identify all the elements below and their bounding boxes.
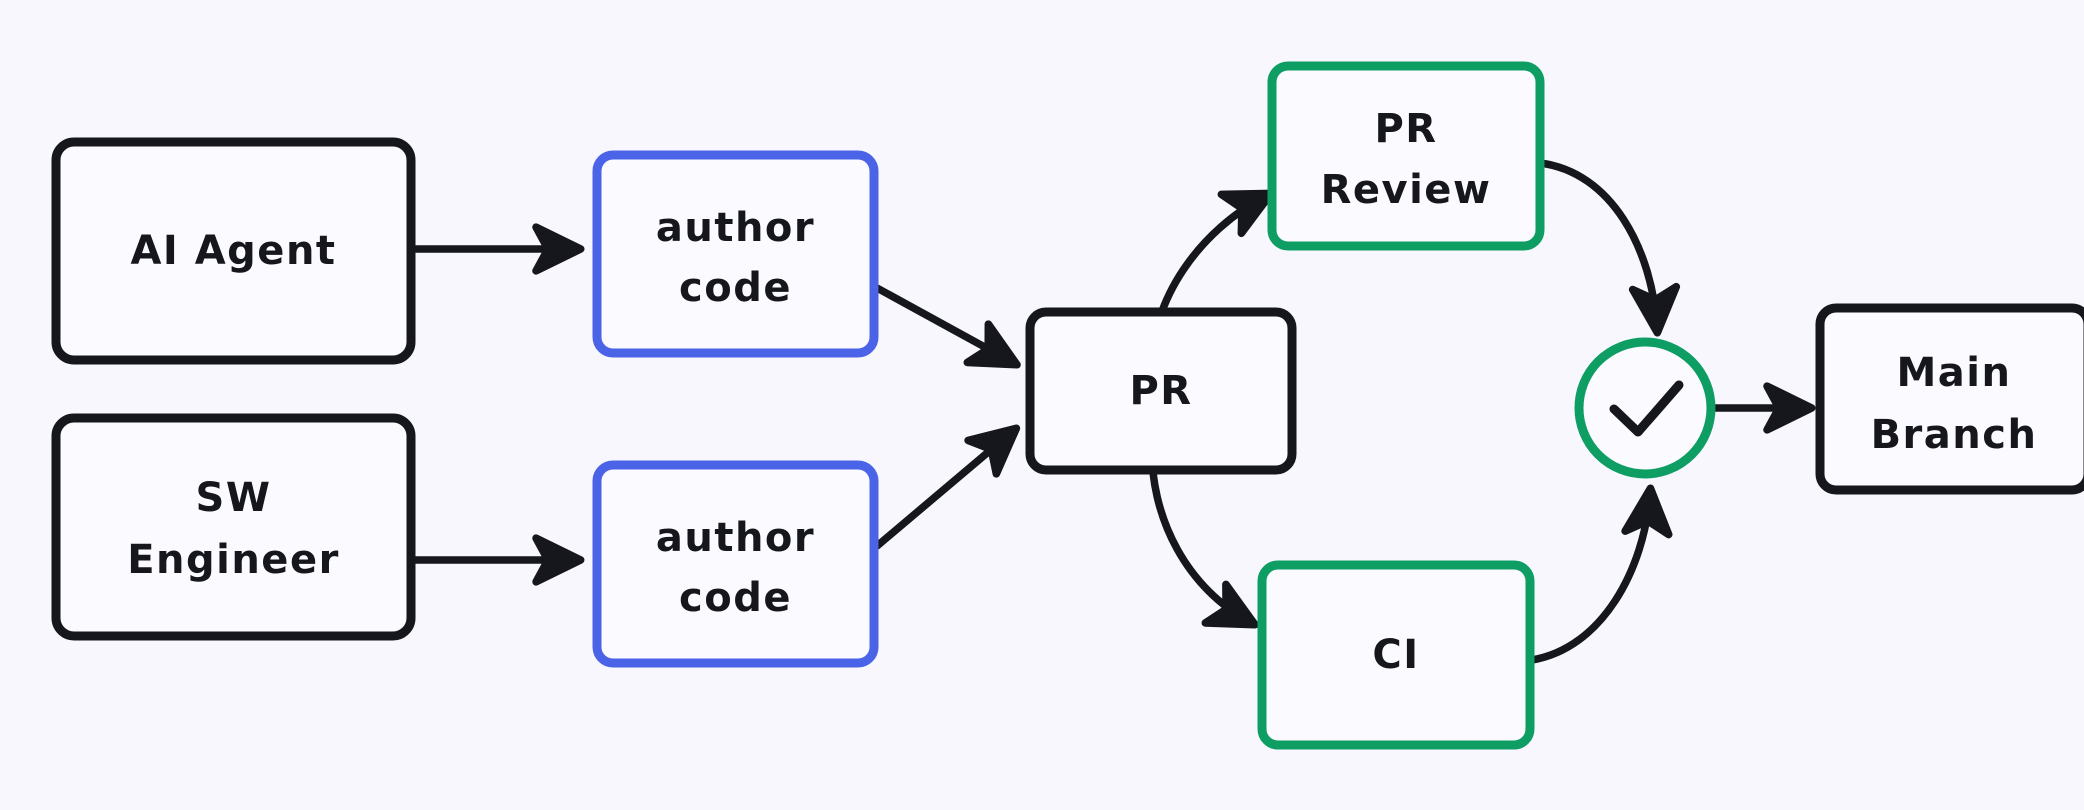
author-code-agent-label-line1: author [656,205,815,251]
sw-engineer-label-line1: SW [196,475,272,521]
main-branch-label-line1: Main [1897,350,2012,396]
author-code-engineer-node[interactable]: author code [592,460,879,668]
pr-review-label-line2: Review [1321,167,1492,213]
ai-agent-node[interactable]: AI Agent [51,137,416,365]
main-branch-box [1815,303,2084,495]
author-code-engineer-label-line2: code [679,575,792,621]
author-code-engineer-box [592,460,879,668]
edge-author-code-to-pr-upper [873,284,1021,369]
pr-box [1025,307,1297,475]
author-code-agent-label-line2: code [679,265,792,311]
edge-pr-review-to-check [1536,159,1681,337]
pr-label: PR [1129,368,1192,414]
ci-node[interactable]: CI [1257,560,1535,750]
edge-ci-to-check [1528,484,1673,664]
author-code-engineer-label-line1: author [656,515,815,561]
ai-agent-box [51,137,416,365]
ci-label: CI [1372,632,1419,678]
edge-layer [410,159,1816,664]
sw-engineer-label-line2: Engineer [127,537,340,583]
pr-node[interactable]: PR [1025,307,1297,475]
check-icon [1609,380,1684,437]
ai-agent-label: AI Agent [130,228,336,274]
pr-review-box [1267,61,1545,251]
ci-box [1257,560,1535,750]
merge-check-circle [1574,337,1716,479]
main-branch-node[interactable]: Main Branch [1815,303,2084,495]
pr-review-label-line1: PR [1374,106,1437,152]
author-code-agent-node[interactable]: author code [592,150,879,358]
sw-engineer-box [51,413,416,641]
edge-author-code-to-pr-lower [873,424,1021,550]
merge-check-node[interactable] [1574,337,1716,479]
pr-review-node[interactable]: PR Review [1267,61,1545,251]
main-branch-label-line2: Branch [1871,412,2038,458]
author-code-agent-box [592,150,879,358]
sw-engineer-node[interactable]: SW Engineer [51,413,416,641]
